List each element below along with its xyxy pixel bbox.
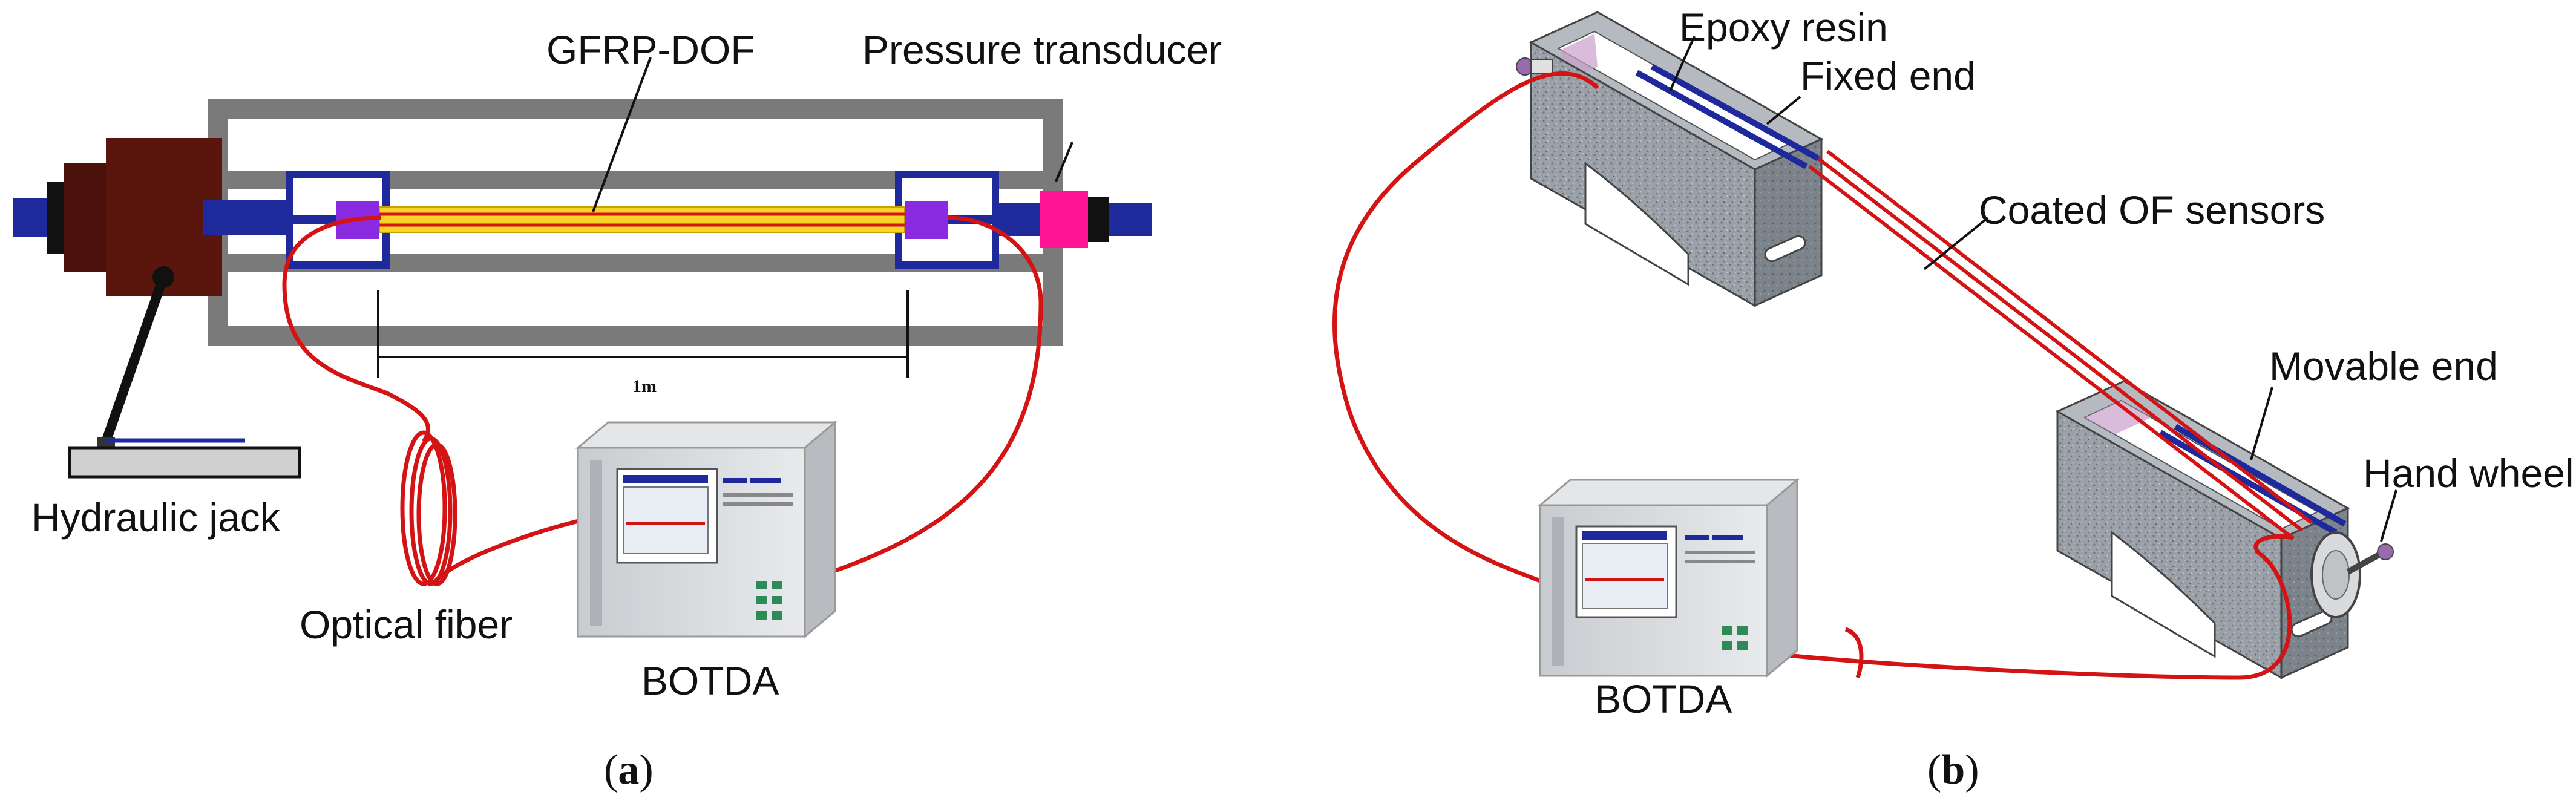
caption-b: (b) [1927,747,1979,793]
label-optical-fiber: Optical fiber [300,602,513,647]
gfrp-rod [379,57,905,233]
coated-of-sensors [1808,149,2313,540]
label-epoxy-resin: Epoxy resin [1679,5,1888,50]
label-fixed-end: Fixed end [1800,53,1976,98]
fixed-end-block [1516,11,1824,307]
hydraulic-jack [13,138,301,479]
label-hand-wheel: Hand wheel [2363,451,2574,496]
label-botda-b: BOTDA [1594,676,1732,721]
botda-instrument-b [1537,477,1800,678]
label-length: 1m [632,376,657,396]
leader-lines-b [1669,36,2397,542]
label-movable-end: Movable end [2269,344,2498,388]
label-botda-a: BOTDA [641,658,779,703]
caption-a: (a) [604,747,654,793]
hand-wheel [2310,531,2394,618]
botda-instrument-a [575,420,838,639]
length-dimension [377,290,909,378]
panel-b: Epoxy resin Fixed end Coated OF sensors … [1332,5,2574,793]
movable-end-block [2055,380,2350,679]
optical-fiber-b [1332,71,2295,680]
panel-a: GFRP-DOF Pressure transducer Hydraulic j… [13,27,1222,793]
optical-fiber-a [282,215,1043,586]
label-coated-of-sensors: Coated OF sensors [1979,188,2325,232]
label-hydraulic-jack: Hydraulic jack [31,495,281,540]
pressure-transducer [1040,142,1152,248]
right-clamp [895,171,1041,269]
label-pressure-transducer: Pressure transducer [862,27,1222,72]
label-gfrp-dof: GFRP-DOF [546,27,755,72]
